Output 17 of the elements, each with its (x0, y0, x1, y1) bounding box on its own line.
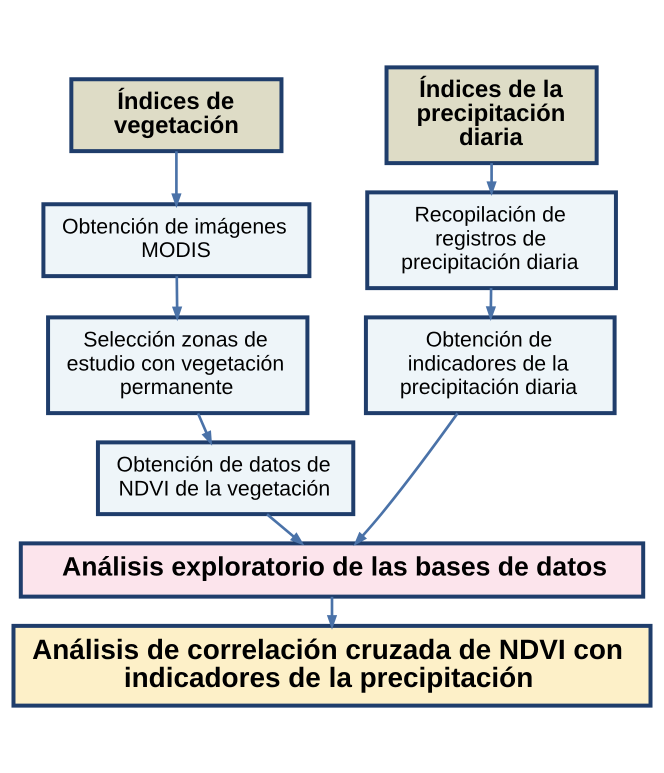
arrow (486, 163, 497, 196)
arrow (266, 513, 304, 546)
arrow (486, 288, 496, 322)
node-box: Análisis exploratorio de las bases de datos (18, 541, 646, 599)
arrow (172, 276, 182, 322)
node-box: Índices de vegetación (69, 77, 284, 154)
node-box: Obtención de imágenes MODIS (41, 202, 312, 278)
node-box: Obtención de indicadores de la precipitación diaria (364, 315, 617, 416)
arrow (326, 596, 338, 630)
arrow (171, 151, 182, 208)
node-box: Selección zonas de estudio con vegetación permanente (46, 315, 310, 416)
node-box: Análisis de correlación cruzada de NDVI con indicadores de la precipitación (11, 624, 652, 708)
node-box: Recopilación de registros de precipitación diaria (365, 190, 618, 290)
arrow (353, 412, 459, 546)
node-box: Índices de la precipitación diaria (384, 65, 599, 166)
node-box: Obtención de datos de NDVI de la vegetación (96, 440, 356, 516)
arrow (196, 412, 212, 446)
